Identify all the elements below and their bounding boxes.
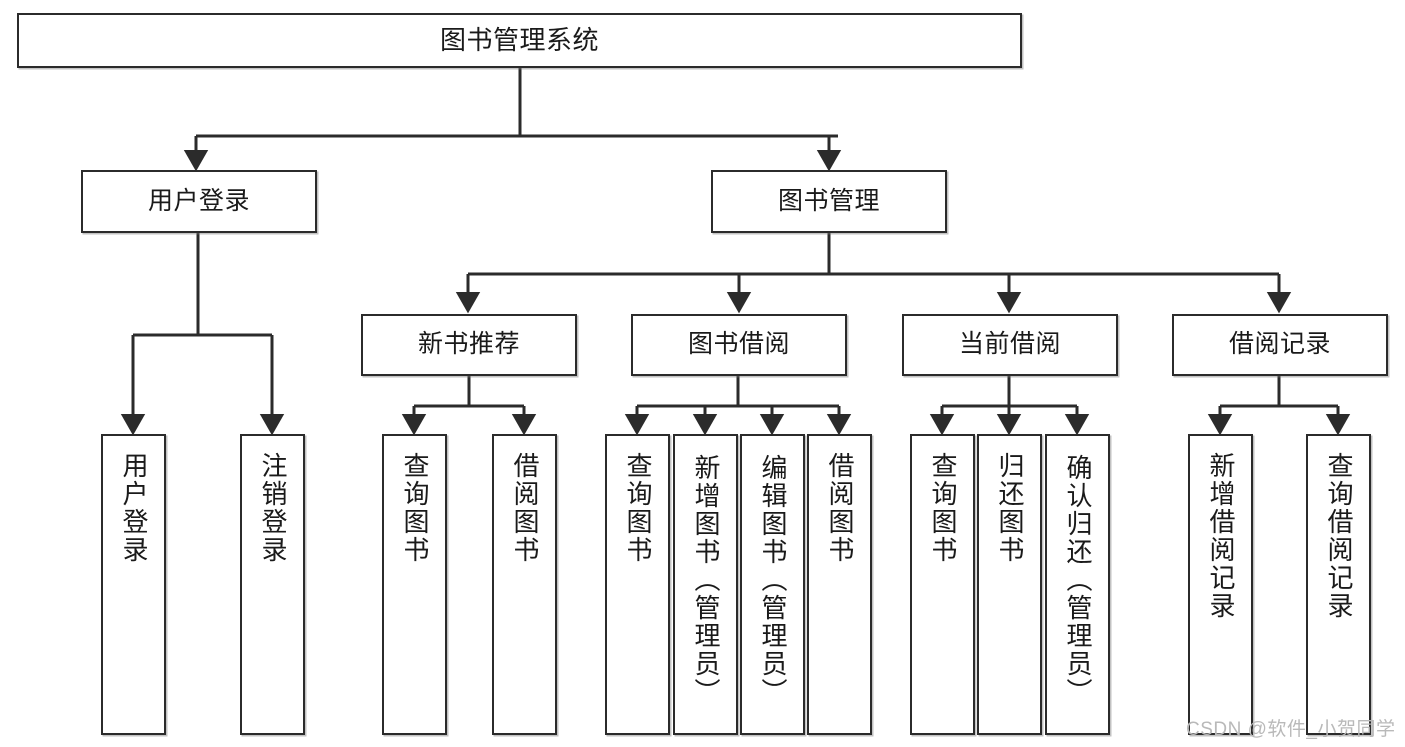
- node-label: 编辑图书（管理员）: [758, 454, 789, 706]
- node-label: 查询图书: [400, 452, 431, 564]
- node-label: 新增借阅记录: [1206, 452, 1237, 620]
- leaf-user-login-signin[interactable]: 用户登录: [101, 434, 166, 735]
- node-book-management[interactable]: 图书管理: [711, 170, 947, 233]
- leaf-user-login-logout[interactable]: 注销登录: [240, 434, 305, 735]
- node-label: 用户登录: [119, 452, 150, 564]
- leaf-current-borrow-return-books[interactable]: 归还图书: [977, 434, 1042, 735]
- leaf-record-query-borrow-record[interactable]: 查询借阅记录: [1306, 434, 1371, 735]
- node-label: 查询图书: [623, 452, 654, 564]
- leaf-current-borrow-query-books[interactable]: 查询图书: [910, 434, 975, 735]
- node-label: 借阅记录: [1228, 330, 1331, 359]
- leaf-new-book-borrow-books[interactable]: 借阅图书: [492, 434, 557, 735]
- leaf-book-borrow-query-books[interactable]: 查询图书: [605, 434, 670, 735]
- node-root-book-management-system[interactable]: 图书管理系统: [17, 13, 1022, 68]
- node-label: 用户登录: [147, 186, 250, 215]
- leaf-book-borrow-borrow-books[interactable]: 借阅图书: [807, 434, 872, 735]
- node-label: 图书管理系统: [439, 25, 599, 56]
- node-label: 查询图书: [928, 452, 959, 564]
- node-label: 查询借阅记录: [1324, 452, 1355, 620]
- node-label: 归还图书: [995, 452, 1026, 564]
- node-label: 确认归还（管理员）: [1063, 454, 1094, 706]
- node-label: 图书管理: [777, 186, 880, 215]
- node-new-book-recommendation[interactable]: 新书推荐: [361, 314, 577, 376]
- node-borrowing-record[interactable]: 借阅记录: [1172, 314, 1388, 376]
- leaf-book-borrow-add-book-admin[interactable]: 新增图书（管理员）: [673, 434, 738, 735]
- leaf-book-borrow-edit-book-admin[interactable]: 编辑图书（管理员）: [740, 434, 805, 735]
- node-label: 图书借阅: [687, 330, 790, 359]
- node-book-borrowing[interactable]: 图书借阅: [631, 314, 847, 376]
- node-user-login[interactable]: 用户登录: [81, 170, 317, 233]
- leaf-record-add-borrow-record[interactable]: 新增借阅记录: [1188, 434, 1253, 735]
- node-label: 注销登录: [258, 452, 289, 564]
- leaf-new-book-query-books[interactable]: 查询图书: [382, 434, 447, 735]
- node-current-borrowing[interactable]: 当前借阅: [902, 314, 1118, 376]
- node-label: 借阅图书: [510, 452, 541, 564]
- node-label: 借阅图书: [825, 452, 856, 564]
- node-label: 新书推荐: [417, 330, 520, 359]
- leaf-current-borrow-confirm-return-admin[interactable]: 确认归还（管理员）: [1045, 434, 1110, 735]
- node-label: 新增图书（管理员）: [691, 454, 722, 706]
- node-label: 当前借阅: [958, 330, 1061, 359]
